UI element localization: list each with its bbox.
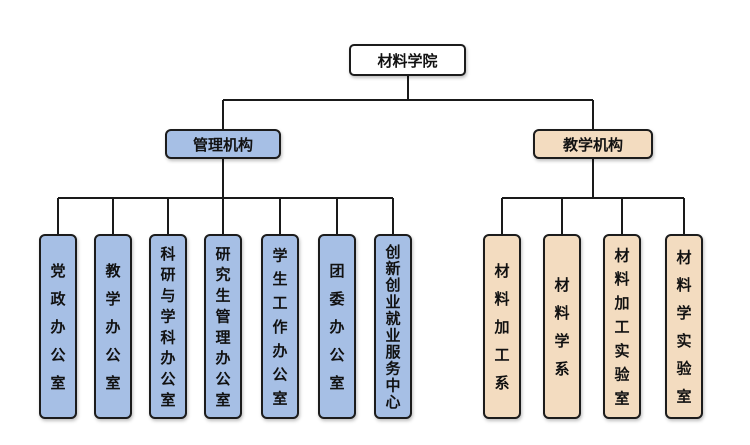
group-node-teaching: 教学机构 xyxy=(533,129,653,159)
leaf-node-box xyxy=(204,234,242,419)
leaf-node-teaching-1: 材料学系 xyxy=(543,234,581,419)
group-node-management: 管理机构 xyxy=(165,129,281,159)
leaf-node-label: 团委办公室 xyxy=(329,262,344,392)
group-node-teaching-box xyxy=(533,129,653,159)
leaf-node-management-4: 学生工作办公室 xyxy=(261,234,299,419)
leaf-node-box xyxy=(318,234,356,419)
leaf-node-teaching-0: 材料加工系 xyxy=(483,234,521,419)
leaf-node-management-3: 研究生管理办公室 xyxy=(204,234,242,419)
leaf-node-management-0: 党政办公室 xyxy=(39,234,77,419)
group-node-teaching-label: 教学机构 xyxy=(562,136,623,154)
leaf-node-box xyxy=(149,234,187,419)
leaf-node-label: 创新创业就业服务中心 xyxy=(384,243,401,411)
leaf-node-management-5: 团委办公室 xyxy=(318,234,356,419)
leaf-node-box xyxy=(543,234,581,419)
leaf-node-box xyxy=(603,234,641,419)
leaf-node-label: 材料加工系 xyxy=(493,262,509,392)
leaf-node-label: 教学办公室 xyxy=(104,262,121,392)
leaf-node-management-1: 教学办公室 xyxy=(94,234,132,419)
leaf-node-teaching-3: 材料学实验室 xyxy=(665,234,703,419)
leaf-node-management-2: 科研与学科办公室 xyxy=(149,234,187,419)
root-node: 材料学院 xyxy=(349,44,466,76)
leaf-node-box xyxy=(39,234,77,419)
leaf-nodes: 党政办公室 教学办公室 科研与学科办公室 研究生管理办公室 学生工作办公室 团委办公室 创新… xyxy=(39,234,703,419)
leaf-node-box xyxy=(94,234,132,419)
leaf-node-management-6: 创新创业就业服务中心 xyxy=(374,234,412,419)
leaf-node-label: 材料学系 xyxy=(554,276,569,378)
leaf-node-label: 材料加工实验室 xyxy=(613,246,630,407)
leaf-node-label: 材料学实验室 xyxy=(676,248,692,405)
leaf-node-label: 学生工作办公室 xyxy=(272,246,287,407)
root-node-box xyxy=(349,44,466,76)
leaf-node-label: 党政办公室 xyxy=(50,262,66,392)
leaf-node-box xyxy=(374,234,412,419)
root-node-label: 材料学院 xyxy=(377,52,437,70)
leaf-node-teaching-2: 材料加工实验室 xyxy=(603,234,641,419)
connector-lines xyxy=(57,75,685,235)
leaf-node-label: 研究生管理办公室 xyxy=(215,245,230,409)
group-node-management-box xyxy=(165,129,281,159)
group-node-management-label: 管理机构 xyxy=(193,136,253,154)
leaf-node-box xyxy=(261,234,299,419)
leaf-node-label: 科研与学科办公室 xyxy=(160,245,175,409)
leaf-node-box xyxy=(483,234,521,419)
leaf-node-box xyxy=(665,234,703,419)
